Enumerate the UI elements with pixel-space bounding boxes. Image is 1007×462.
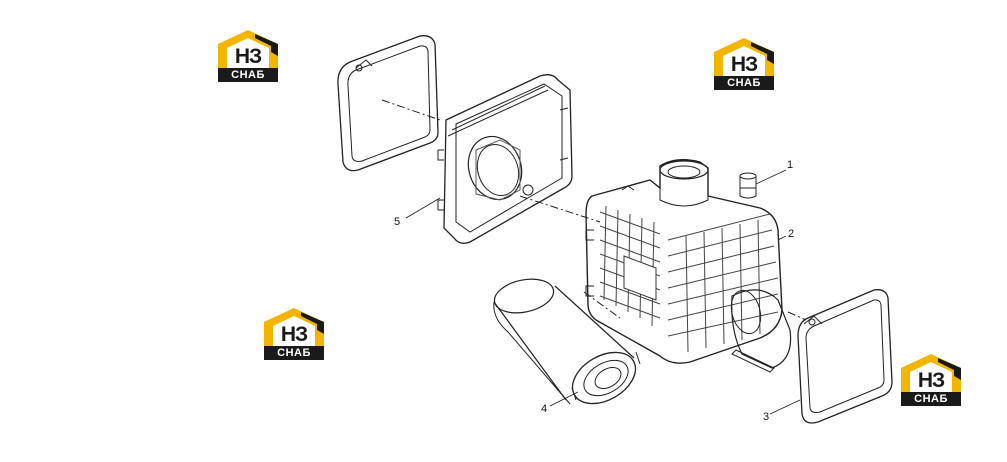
logo-band: СНАБ bbox=[218, 68, 278, 82]
logo-watermark: НЗ СНАБ bbox=[215, 28, 281, 84]
callout-5: 5 bbox=[394, 216, 401, 228]
logo-band: СНАБ bbox=[714, 76, 774, 90]
house-logo-icon bbox=[901, 354, 961, 394]
main-housing-part-2 bbox=[585, 159, 792, 373]
house-logo-icon bbox=[218, 30, 278, 70]
logo-letters: НЗ bbox=[280, 323, 308, 346]
logo-watermark: НЗ СНАБ bbox=[261, 306, 327, 362]
logo-letters: НЗ bbox=[917, 369, 945, 392]
housing-cover-part-5 bbox=[437, 74, 601, 244]
callout-4: 4 bbox=[541, 403, 548, 415]
cover-seal-part-3 bbox=[787, 289, 893, 424]
callout-1: 1 bbox=[787, 159, 794, 171]
house-logo-icon bbox=[264, 308, 324, 348]
logo-letters: НЗ bbox=[730, 53, 758, 76]
callout-3: 3 bbox=[763, 411, 770, 423]
vacuator-valve-part-1 bbox=[739, 172, 757, 199]
logo-band: СНАБ bbox=[901, 392, 961, 406]
logo-watermark: НЗ СНАБ bbox=[711, 36, 777, 92]
logo-letters: НЗ bbox=[234, 45, 262, 68]
callout-2: 2 bbox=[788, 228, 795, 240]
logo-band: СНАБ bbox=[264, 346, 324, 360]
logo-watermark: НЗ СНАБ bbox=[898, 352, 964, 408]
cover-seal-top-left bbox=[337, 35, 441, 172]
callout-leaders bbox=[405, 169, 801, 415]
filter-element-part-4 bbox=[493, 278, 641, 405]
house-logo-icon bbox=[714, 38, 774, 78]
